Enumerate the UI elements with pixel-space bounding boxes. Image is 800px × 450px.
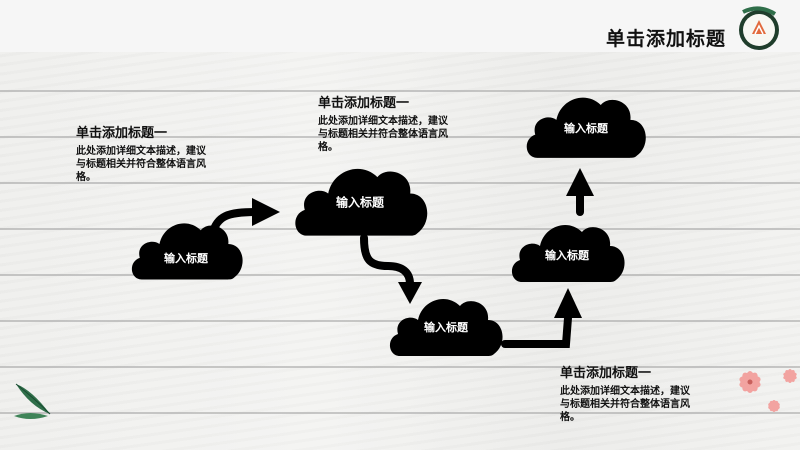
note-3: 单击添加标题一 此处添加详细文本描述，建议 与标题相关并符合整体语言风 格。 xyxy=(560,362,690,424)
arrow-1-head xyxy=(252,198,280,226)
cloud-label: 输入标题 xyxy=(564,122,608,135)
arrow-1-line xyxy=(208,208,262,238)
arrow-heads xyxy=(252,168,594,318)
cloud-label: 输入标题 xyxy=(164,252,208,265)
title-bar xyxy=(0,0,800,52)
page-title: 单击添加标题 xyxy=(605,28,726,50)
note-title: 单击添加标题一 xyxy=(76,126,168,141)
note-body: 此处添加详细文本描述，建议 与标题相关并符合整体语言风 格。 xyxy=(76,146,206,183)
note-1: 单击添加标题一 此处添加详细文本描述，建议 与标题相关并符合整体语言风 格。 xyxy=(76,122,206,184)
arrow-2-head xyxy=(398,282,422,304)
cloud-label: 输入标题 xyxy=(335,195,385,210)
note-title: 单击添加标题一 xyxy=(318,96,410,111)
arrow-lines xyxy=(208,190,584,348)
arrow-3-head xyxy=(554,288,582,318)
bamboo-leaf-icon xyxy=(14,383,51,419)
note-body: 此处添加详细文本描述，建议 与标题相关并符合整体语言风 格。 xyxy=(560,386,690,423)
arrow-3-line xyxy=(501,314,572,348)
arrow-4-head xyxy=(566,168,594,196)
cloud-label: 输入标题 xyxy=(424,321,468,334)
note-title: 单击添加标题一 xyxy=(560,366,652,381)
note-body: 此处添加详细文本描述，建议 与标题相关并符合整体语言风 格。 xyxy=(318,116,448,153)
sushi-roll-icon xyxy=(739,6,779,50)
arrow-2-line xyxy=(360,234,414,288)
cherry-blossom-icon xyxy=(739,369,797,412)
cloud-label: 输入标题 xyxy=(545,249,589,262)
note-2: 单击添加标题一 此处添加详细文本描述，建议 与标题相关并符合整体语言风 格。 xyxy=(318,92,448,154)
